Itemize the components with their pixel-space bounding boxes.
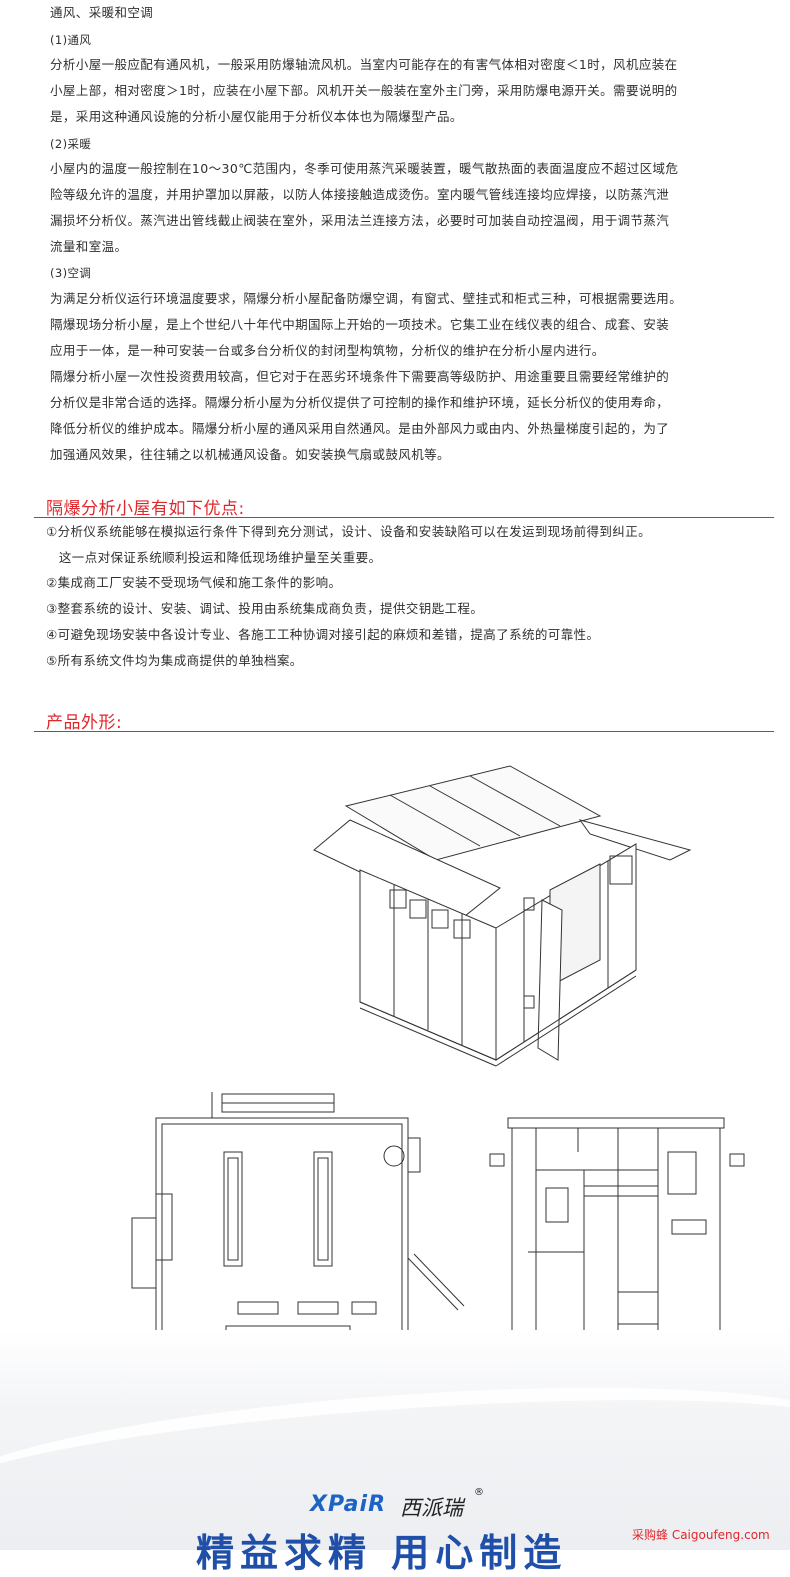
advantage-item: ④可避免现场安装中各设计专业、各施工工种协调对接引起的麻烦和差错，提高了系统的可…	[46, 627, 600, 642]
heating-label: (2)采暖	[50, 137, 92, 151]
paragraph-line: 隔爆现场分析小屋，是上个世纪八十年代中期国际上开始的一项技术。它集工业在线仪表的…	[50, 317, 670, 332]
paragraph-line: 隔爆分析小屋一次性投资费用较高，但它对于在恶劣环境条件下需要高等级防护、用途重要…	[50, 369, 670, 384]
paragraph-line: 应用于一体，是一种可安装一台或多台分析仪的封闭型构筑物，分析仪的维护在分析小屋内…	[50, 343, 605, 358]
section-divider	[34, 731, 774, 732]
paragraph-line: 小屋内的温度一般控制在10～30℃范围内，冬季可使用蒸汽采暖装置，暖气散热面的表…	[50, 161, 679, 176]
paragraph-line: 流量和室温。	[50, 239, 128, 254]
shelter-plan-drawing	[131, 1092, 465, 1345]
advantage-item: ③整套系统的设计、安装、调试、投用由系统集成商负责，提供交钥匙工程。	[46, 601, 484, 616]
footer-background	[0, 1330, 790, 1550]
ventilation-label: (1)通风	[50, 33, 92, 47]
shelter-elevation-drawing	[489, 1117, 745, 1341]
paragraph-line: 分析小屋一般应配有通风机，一般采用防爆轴流风机。当室内可能存在的有害气体相对密度…	[50, 57, 678, 72]
paragraph-line: 险等级允许的温度，并用护罩加以屏蔽，以防人体接接触造成烫伤。室内暖气管线连接均应…	[50, 187, 670, 202]
advantages-title: 隔爆分析小屋有如下优点:	[46, 499, 245, 519]
advantage-item: ⑤所有系统文件均为集成商提供的单独档案。	[46, 653, 303, 668]
paragraph-line: 为满足分析仪运行环境温度要求，隔爆分析小屋配备防爆空调，有窗式、壁挂式和柜式三种…	[50, 291, 683, 306]
watermark-text: 采购蜂 Caigoufeng.com	[632, 1528, 770, 1542]
paragraph-line: 分析仪是非常合适的选择。隔爆分析小屋为分析仪提供了可控制的操作和维护环境，延长分…	[50, 395, 670, 410]
aircon-label: (3)空调	[50, 266, 92, 280]
brand-logo-cn: 西派瑞	[400, 1496, 463, 1520]
paragraph-line: 小屋上部，相对密度＞1时，应装在小屋下部。风机开关一般装在室外主门旁，采用防爆电…	[50, 83, 678, 98]
registered-mark: ®	[474, 1487, 484, 1498]
brand-logo: XPaiR	[310, 1492, 387, 1517]
paragraph-line: 是，采用这种通风设施的分析小屋仅能用于分析仪本体也为隔爆型产品。	[50, 109, 463, 124]
advantage-item: ②集成商工厂安装不受现场气候和施工条件的影响。	[46, 575, 342, 590]
intro-heading: 通风、采暖和空调	[50, 5, 154, 20]
product-title: 产品外形:	[46, 713, 123, 733]
paragraph-line: 降低分析仪的维护成本。隔爆分析小屋的通风采用自然通风。是由外部风力或由内、外热量…	[50, 421, 670, 436]
advantage-item: 这一点对保证系统顺利投运和降低现场维护量至关重要。	[46, 550, 382, 565]
advantage-item: ①分析仪系统能够在模拟运行条件下得到充分测试，设计、设备和安装缺陷可以在发运到现…	[46, 524, 652, 539]
paragraph-line: 漏损坏分析仪。蒸汽进出管线截止阀装在室外，采用法兰连接方法，必要时可加装自动控温…	[50, 213, 670, 228]
section-divider	[34, 517, 774, 518]
shelter-isometric-drawing	[313, 765, 692, 1067]
paragraph-line: 加强通风效果，往往辅之以机械通风设备。如安装换气扇或鼓风机等。	[50, 447, 450, 462]
